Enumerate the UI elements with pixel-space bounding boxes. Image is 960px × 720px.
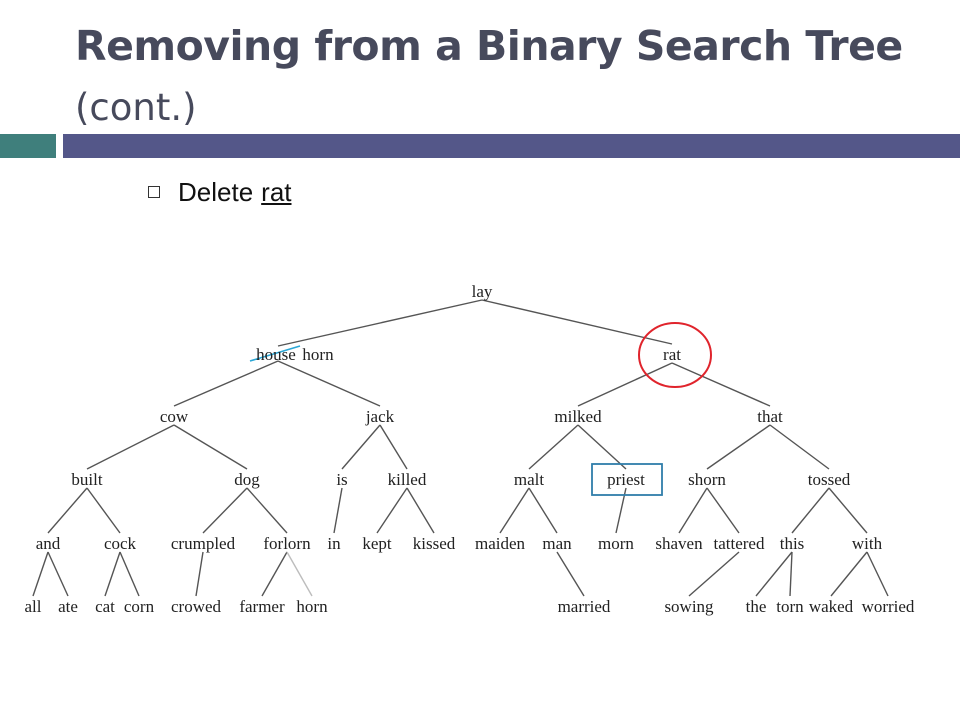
tree-node-and: and <box>36 534 61 553</box>
strikethrough-mark <box>249 345 301 362</box>
tree-edge-this-torn <box>789 551 793 597</box>
tree-node-this: this <box>780 534 805 553</box>
tree-edge-milked-malt <box>528 424 579 470</box>
tree-edge-lay-horn1 <box>277 299 483 347</box>
tree-edge-cow-dog <box>173 424 248 470</box>
tree-node-rat: rat <box>663 345 681 364</box>
tree-edge-with-waked <box>830 551 868 597</box>
tree-node-cat: cat <box>95 597 115 616</box>
tree-edge-tattered-sowing <box>688 551 740 597</box>
tree-node-with: with <box>852 534 883 553</box>
tree-node-lay: lay <box>472 282 493 301</box>
tree-edge-cock-cat <box>104 551 121 597</box>
tree-node-waked: waked <box>809 597 854 616</box>
tree-node-farmer: farmer <box>239 597 285 616</box>
tree-node-tossed: tossed <box>808 470 851 489</box>
tree-edge-built-and <box>47 487 88 534</box>
tree-edge-dog-forlorn <box>246 487 288 534</box>
tree-node-killed: killed <box>388 470 427 489</box>
tree-edge-that-shorn <box>706 424 771 470</box>
tree-edge-malt-maiden <box>499 487 530 534</box>
tree-edge-killed-kissed <box>406 487 435 534</box>
tree-node-all: all <box>25 597 42 616</box>
tree-edge-shorn-shaven <box>678 487 708 534</box>
tree-edge-jack-killed <box>379 424 408 470</box>
title-accent-bar-left <box>0 134 56 158</box>
tree-edge-horn1-jack <box>277 360 381 407</box>
tree-edge-is-in <box>333 487 343 534</box>
tree-node-malt: malt <box>514 470 544 489</box>
tree-node-priest: priest <box>607 470 645 489</box>
tree-edge-tossed-this <box>791 487 830 534</box>
tree-edge-crumpled-crowed <box>195 551 204 597</box>
bullet-prefix: Delete <box>178 176 254 207</box>
tree-edge-this-the <box>755 551 793 597</box>
tree-node-labels: lay house horn rat cow jack milked that built dog… <box>25 282 915 616</box>
tree-node-jack: jack <box>365 407 395 426</box>
tree-edge-milked-priest <box>577 424 627 470</box>
slide-title: Removing from a Binary Search Tree <box>75 22 903 70</box>
tree-node-horn1: horn <box>302 345 334 364</box>
tree-edge-and-ate <box>47 551 69 597</box>
tree-edge-man-married <box>556 551 585 597</box>
bullet-target-word: rat <box>261 176 292 207</box>
tree-node-crowed: crowed <box>171 597 222 616</box>
tree-node-morn: morn <box>598 534 634 553</box>
tree-node-the: the <box>746 597 767 616</box>
tree-node-dog: dog <box>234 470 260 489</box>
tree-edge-built-cock <box>86 487 121 534</box>
tree-edge-dog-crumpled <box>202 487 248 534</box>
tree-node-kept: kept <box>362 534 392 553</box>
tree-edge-forlorn-horn2 <box>286 551 313 597</box>
tree-node-forlorn: forlorn <box>263 534 311 553</box>
tree-node-tattered: tattered <box>714 534 765 553</box>
tree-node-maiden: maiden <box>475 534 526 553</box>
tree-edge-and-all <box>32 551 49 597</box>
tree-node-that: that <box>757 407 783 426</box>
tree-node-kissed: kissed <box>413 534 456 553</box>
tree-edge-horn1-cow <box>173 360 279 407</box>
tree-edge-jack-is <box>341 424 381 470</box>
tree-edge-rat-that <box>671 362 771 407</box>
tree-edge-tossed-with <box>828 487 868 534</box>
tree-node-sowing: sowing <box>664 597 714 616</box>
tree-node-worried: worried <box>862 597 915 616</box>
tree-node-cock: cock <box>104 534 137 553</box>
tree-node-in: in <box>327 534 341 553</box>
tree-edge-that-tossed <box>769 424 830 470</box>
tree-highlight-marks <box>249 322 712 496</box>
deletion-target-circle <box>638 322 712 388</box>
tree-edge-cow-built <box>86 424 175 470</box>
tree-node-ate: ate <box>58 597 78 616</box>
tree-node-corn: corn <box>124 597 155 616</box>
tree-edge-killed-kept <box>376 487 408 534</box>
tree-edge-shorn-tattered <box>706 487 740 534</box>
successor-highlight-box <box>591 463 663 496</box>
tree-node-house: house <box>256 345 296 364</box>
tree-node-married: married <box>558 597 611 616</box>
tree-node-man: man <box>542 534 572 553</box>
tree-edge-rat-milked <box>577 362 673 407</box>
tree-node-torn: torn <box>776 597 804 616</box>
tree-edge-forlorn-farmer <box>261 551 288 597</box>
tree-node-shorn: shorn <box>688 470 726 489</box>
title-accent-bar-right <box>63 134 960 158</box>
tree-edge-with-worried <box>866 551 889 597</box>
tree-node-milked: milked <box>554 407 602 426</box>
tree-edge-malt-man <box>528 487 558 534</box>
tree-node-built: built <box>71 470 102 489</box>
slide-subtitle: (cont.) <box>75 86 197 129</box>
tree-node-horn2: horn <box>296 597 328 616</box>
tree-node-cow: cow <box>160 407 189 426</box>
tree-node-shaven: shaven <box>655 534 703 553</box>
tree-node-is: is <box>336 470 347 489</box>
tree-edges <box>32 299 889 597</box>
tree-edge-cock-corn <box>119 551 140 597</box>
tree-node-crumpled: crumpled <box>171 534 236 553</box>
tree-edge-lay-rat <box>481 299 673 345</box>
square-bullet-icon <box>148 186 160 198</box>
